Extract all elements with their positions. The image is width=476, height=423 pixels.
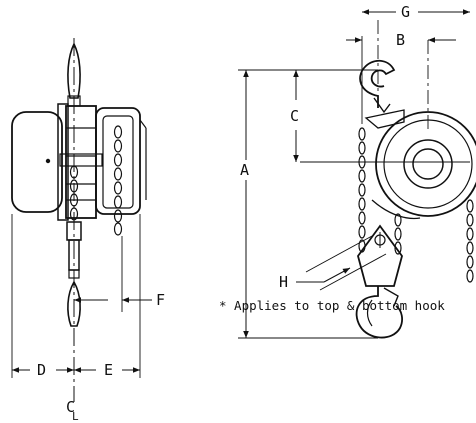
top-hook-side (67, 42, 81, 99)
dimension-label-c: C (290, 107, 299, 125)
load-chain-side (69, 165, 79, 221)
centerline-symbol-sub: L (72, 410, 79, 423)
dimension-label-g: G (401, 3, 410, 21)
bottom-hook-side (67, 280, 81, 327)
top-hook-front (359, 59, 396, 114)
dimension-label-f: F (156, 291, 165, 309)
footnote: * Applies to top & bottom hook (219, 298, 445, 313)
gear-cover (11, 111, 63, 213)
dimension-label-e: E (104, 361, 113, 379)
dimension-label-h: H (279, 273, 288, 291)
bottom-hook-front (355, 286, 403, 339)
hoist-front-view: A C B G H (238, 3, 476, 339)
dimension-label-a: A (240, 161, 249, 179)
hand-chain-side (113, 125, 123, 236)
bottom-block-front (357, 224, 403, 287)
hand-wheel-front (375, 111, 476, 217)
dimension-label-b: B (396, 31, 405, 49)
centerline-symbol: C (66, 398, 75, 416)
dimension-label-d: D (37, 361, 46, 379)
hand-wheel-cover (95, 107, 141, 215)
hand-chain-front (466, 199, 474, 283)
hoist-side-view: F D E C L (11, 38, 165, 423)
